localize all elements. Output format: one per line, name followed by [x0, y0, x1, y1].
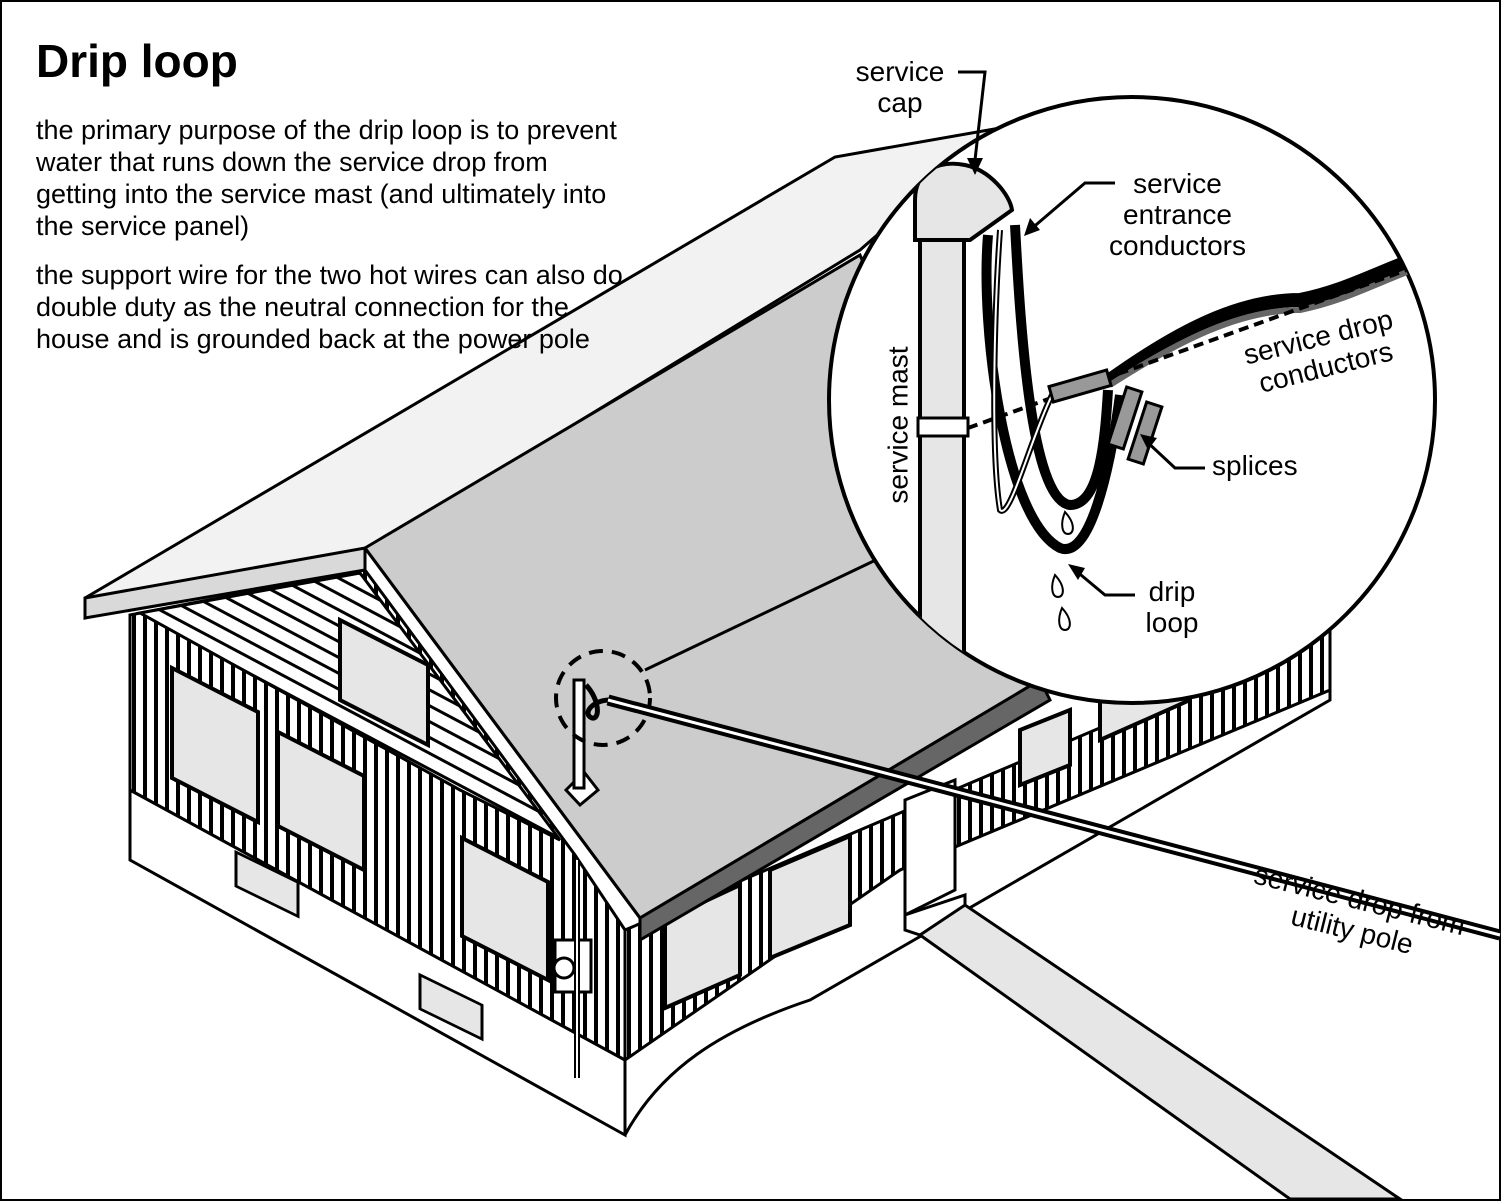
window-6: [1018, 707, 1072, 788]
splice-1: [1047, 368, 1113, 404]
label-drip-loop: drip loop: [1145, 576, 1199, 638]
entrance-conductor-2: [1010, 224, 1113, 511]
roof-ridge-edge: [363, 547, 642, 919]
water-drop-2: [1051, 573, 1064, 599]
service-drop-conductors: [1105, 243, 1435, 386]
callout-leader: [644, 556, 881, 672]
vent-1: [234, 849, 300, 919]
mast-strap: [916, 416, 970, 438]
house: [83, 125, 1405, 1201]
description-paragraph-2: the support wire for the two hot wires c…: [36, 260, 623, 354]
roof-fascia-left: [83, 546, 367, 620]
detail-callout: [554, 649, 652, 747]
window-1: [170, 664, 260, 826]
arrowheads: [967, 158, 1157, 580]
detail-magnifier: [827, 95, 1437, 705]
vent-2: [418, 972, 484, 1042]
window-gable: [338, 616, 430, 749]
water-drop-3: [1058, 606, 1071, 632]
label-splices: splices: [1212, 450, 1298, 481]
meter-dial: [552, 956, 576, 980]
leader-lines: [958, 70, 1205, 597]
window-5: [768, 832, 852, 961]
diagram-title: Drip loop: [36, 35, 238, 87]
splice-3: [1126, 400, 1164, 466]
roof-drip-loop: [584, 683, 611, 721]
window-3: [460, 834, 550, 984]
label-service-mast: service mast: [882, 346, 914, 504]
entrance-conductor-1: [981, 234, 1125, 554]
label-service-cap: service cap: [855, 56, 945, 118]
water-drop-1: [1061, 510, 1074, 536]
description-paragraph-1: the primary purpose of the drip loop is …: [36, 115, 617, 241]
entry-door: [903, 777, 957, 918]
walkway: [917, 903, 1405, 1201]
label-service-entrance-conductors: service entrance conductors: [1109, 168, 1246, 261]
roof-fascia-right: [638, 677, 1052, 943]
service-drop-wire: [606, 694, 1501, 941]
splice-2: [1106, 385, 1144, 451]
window-2: [276, 728, 366, 874]
